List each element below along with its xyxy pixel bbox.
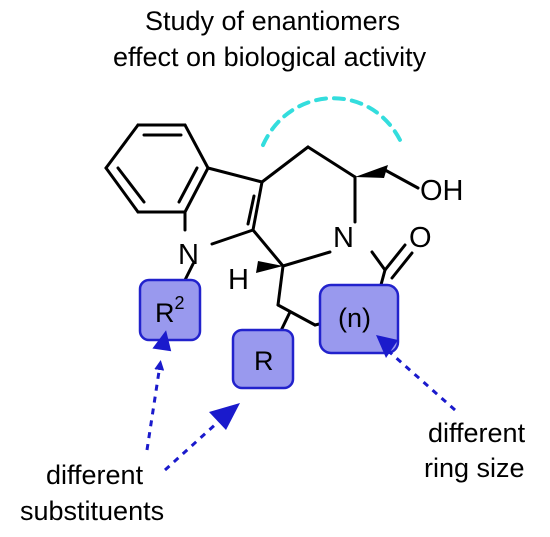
- arrow-to-r2: [145, 360, 165, 451]
- atom-n-ring: N: [333, 222, 354, 254]
- stereo-arc: [261, 96, 402, 147]
- arrowhead-r2: [152, 330, 172, 352]
- atom-oh: OH: [420, 175, 464, 207]
- molecule-bonds: [104, 123, 420, 345]
- r-label: R: [254, 346, 274, 376]
- label-substituents: substituents: [20, 496, 164, 526]
- r2-substituent-box: R2: [138, 278, 202, 342]
- wedge-bond-h: [256, 261, 283, 273]
- arrow-to-r: [163, 409, 232, 472]
- caption-line-1: Study of enantiomers: [145, 6, 400, 36]
- n-label: (n): [338, 303, 371, 333]
- label-different-1: different: [46, 460, 144, 490]
- r2-label: R2: [155, 293, 185, 328]
- arrowhead-n: [376, 335, 398, 358]
- atom-n-indole: N: [178, 239, 199, 271]
- arrows: [145, 344, 456, 472]
- label-ring-size: ring size: [424, 453, 525, 483]
- label-different-2: different: [428, 418, 526, 448]
- wedge-bond-ch2oh: [355, 165, 388, 178]
- r-substituent-box: R: [231, 328, 295, 390]
- arrowhead-r: [209, 403, 240, 430]
- arrow-to-n: [381, 344, 456, 412]
- atom-o: O: [409, 222, 432, 254]
- caption-line-2: effect on biological activity: [113, 42, 427, 72]
- atom-h: H: [228, 264, 249, 296]
